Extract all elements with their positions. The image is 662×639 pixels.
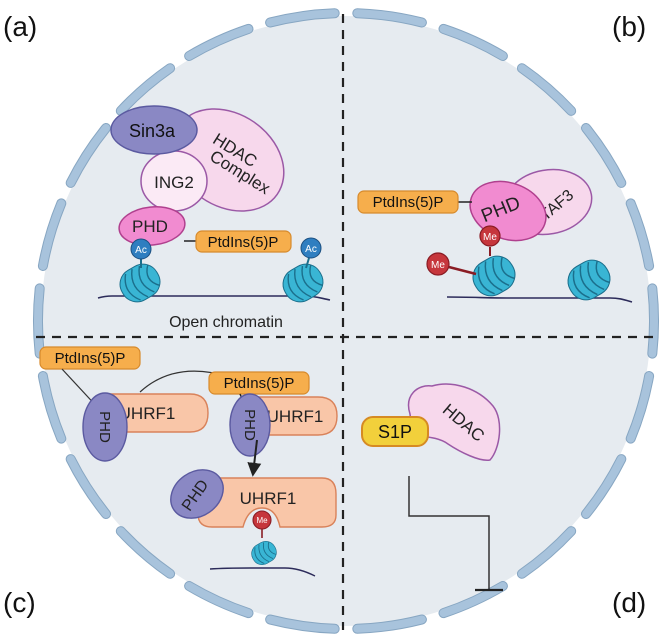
ptdins5p-label: PtdIns(5)P [208, 234, 279, 251]
phd-label-2: PHD [241, 409, 258, 441]
ptdins5p-label: PtdIns(5)P [373, 194, 444, 211]
envelope-segment [266, 615, 339, 633]
panel-d: HDAC S1P [361, 383, 503, 592]
panel-label-b: (b) [612, 11, 646, 42]
envelope-segment [582, 124, 626, 187]
envelope-segment [66, 124, 110, 187]
phd-domain-1 [82, 392, 128, 462]
ing2-label: ING2 [154, 173, 194, 192]
envelope-segment [353, 9, 426, 27]
me-tail-left [444, 264, 477, 276]
acetyl-mark-left [130, 238, 152, 260]
activation-arrow [247, 439, 262, 477]
open-chromatin-caption: Open chromatin [169, 314, 283, 331]
methyl-label-free: Me [431, 260, 445, 271]
methyl-label-bound: Me [483, 232, 497, 243]
envelope-segment [626, 199, 654, 270]
envelope-segment [66, 455, 110, 518]
methyl-mark-bound [479, 225, 501, 247]
envelope-segment [38, 372, 66, 443]
panel-c: PtdIns(5)P UHRF1 PHD PtdIns(5)P UHRF1 PH… [39, 346, 338, 577]
ptdins5p-box-2 [208, 371, 310, 395]
uhrf1-label-3: UHRF1 [240, 489, 297, 508]
ptdins5p-box-1 [39, 346, 141, 370]
envelope-segment [439, 582, 507, 618]
envelope-segment [266, 9, 339, 27]
phd-label-1: PHD [96, 411, 113, 443]
envelope-segment [582, 455, 626, 518]
dna-strand [97, 295, 331, 301]
nuclear-envelope [33, 8, 659, 634]
phd-domain [118, 206, 186, 246]
envelope-segment [517, 64, 576, 115]
acetyl-mark-right [300, 237, 322, 259]
envelope-segment [38, 199, 66, 270]
panel-label-c: (c) [3, 587, 36, 618]
acetyl-label-right: Ac [305, 244, 317, 255]
ptdins5p-label-2: PtdIns(5)P [224, 375, 295, 392]
panel-label-a: (a) [3, 11, 37, 42]
s1p-box [361, 416, 429, 447]
methyl-mark-free [426, 252, 450, 276]
ac-tail-right [305, 257, 310, 269]
uhrf1-1 [103, 393, 209, 433]
envelope-segment [517, 527, 576, 578]
panel-b: TAF3 PHD PtdIns(5)P Me Me [357, 168, 633, 307]
cell-nucleus [41, 16, 651, 626]
methyl-label: Me [256, 516, 268, 525]
panel-label-d: (d) [612, 587, 646, 618]
phd-label: PHD [132, 217, 168, 236]
phd-domain-2 [229, 393, 271, 457]
envelope-segment [185, 582, 253, 618]
envelope-segment [439, 24, 507, 60]
dna-strand [209, 567, 316, 577]
uhrf1-label-2: UHRF1 [267, 407, 324, 426]
ptdins5p-label-1: PtdIns(5)P [55, 350, 126, 367]
envelope-segment [116, 64, 175, 115]
envelope-segment [648, 284, 658, 358]
s1p-label: S1P [378, 422, 412, 442]
ptdins5p-box [195, 230, 292, 253]
envelope-segment [626, 372, 654, 443]
ptdins5p-box [357, 190, 459, 214]
sin3a-label: Sin3a [129, 121, 176, 141]
dna-strand [446, 296, 633, 303]
envelope-segment [34, 284, 44, 358]
envelope-segment [353, 615, 426, 633]
envelope-segment [185, 24, 253, 60]
envelope-segment [116, 527, 175, 578]
uhrf1-label-1: UHRF1 [119, 404, 176, 423]
inhibition-line [408, 476, 490, 589]
panel-a: HDAC Complex ING2 Sin3a PHD PtdIns(5)P A… [97, 105, 331, 331]
phd-domain-3 [170, 469, 224, 519]
uhrf1-3 [197, 477, 337, 528]
sin3a [110, 105, 198, 155]
acetyl-label-left: Ac [135, 245, 147, 256]
